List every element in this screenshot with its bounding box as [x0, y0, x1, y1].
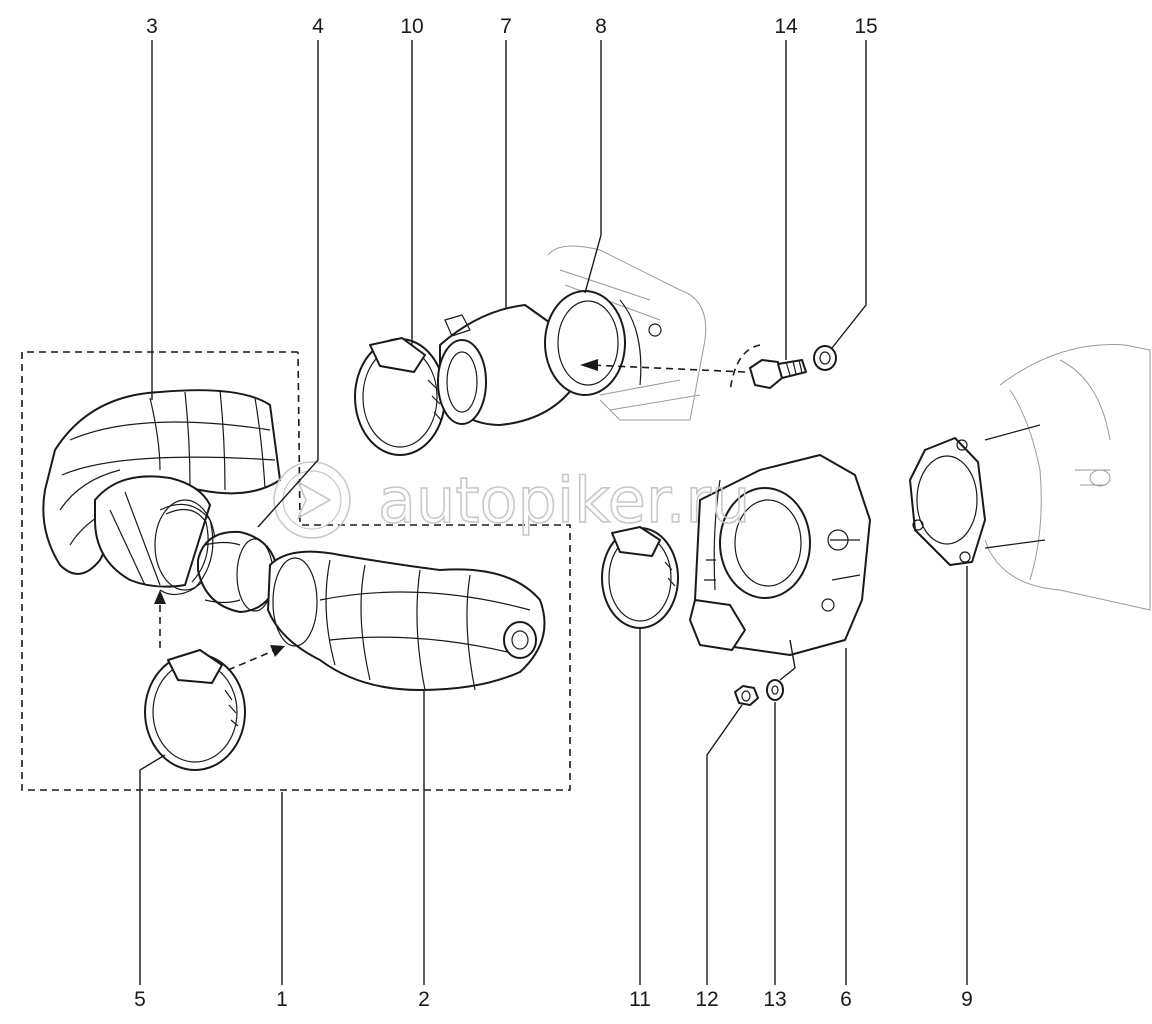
watermark-logo-icon	[273, 461, 351, 539]
callout-14: 14	[774, 15, 798, 38]
part-10-clamp	[354, 337, 446, 456]
intake-manifold-ghost	[547, 245, 1151, 611]
assembly-arrows	[154, 590, 285, 671]
callout-1: 1	[276, 988, 288, 1011]
part-14-bolt	[749, 359, 807, 389]
watermark-text: autopiker.ru	[378, 464, 750, 537]
callout-12: 12	[695, 988, 718, 1011]
callout-4: 4	[312, 15, 324, 38]
small-clamp-ring	[159, 503, 214, 596]
stud-line	[779, 639, 796, 681]
callout-2: 2	[418, 988, 430, 1011]
callout-7: 7	[500, 15, 512, 38]
part-8-gasket	[544, 290, 662, 396]
part-9-flange-gasket	[909, 424, 1046, 566]
part-12-nut	[734, 685, 759, 706]
callout-8: 8	[595, 15, 607, 38]
callout-5: 5	[134, 988, 146, 1011]
callout-6: 6	[840, 988, 852, 1011]
part-11-clamp	[601, 526, 679, 629]
callouts: 3 4 10 7 8 14 15 5 1 2 11 12 13 6 9	[134, 15, 973, 1011]
watermark: autopiker.ru	[273, 461, 751, 539]
part-2-intake-hose	[267, 550, 546, 691]
part-6-throttle-body	[689, 454, 871, 656]
part-4-coupling	[197, 530, 279, 613]
part-3-bellows-hose	[42, 389, 281, 591]
bolt-arrow	[580, 344, 761, 393]
part-7-airflow-sensor	[437, 304, 576, 426]
callout-11: 11	[629, 988, 651, 1011]
part-15-washer	[813, 345, 837, 371]
callout-3: 3	[146, 15, 158, 38]
kit-boundary	[21, 351, 571, 791]
callout-9: 9	[961, 988, 973, 1011]
leader-lines	[139, 40, 968, 985]
callout-15: 15	[854, 15, 877, 38]
callout-10: 10	[400, 15, 423, 38]
part-5-hose-clamp	[144, 649, 246, 771]
part-13-washer	[766, 679, 784, 701]
callout-13: 13	[763, 988, 786, 1011]
